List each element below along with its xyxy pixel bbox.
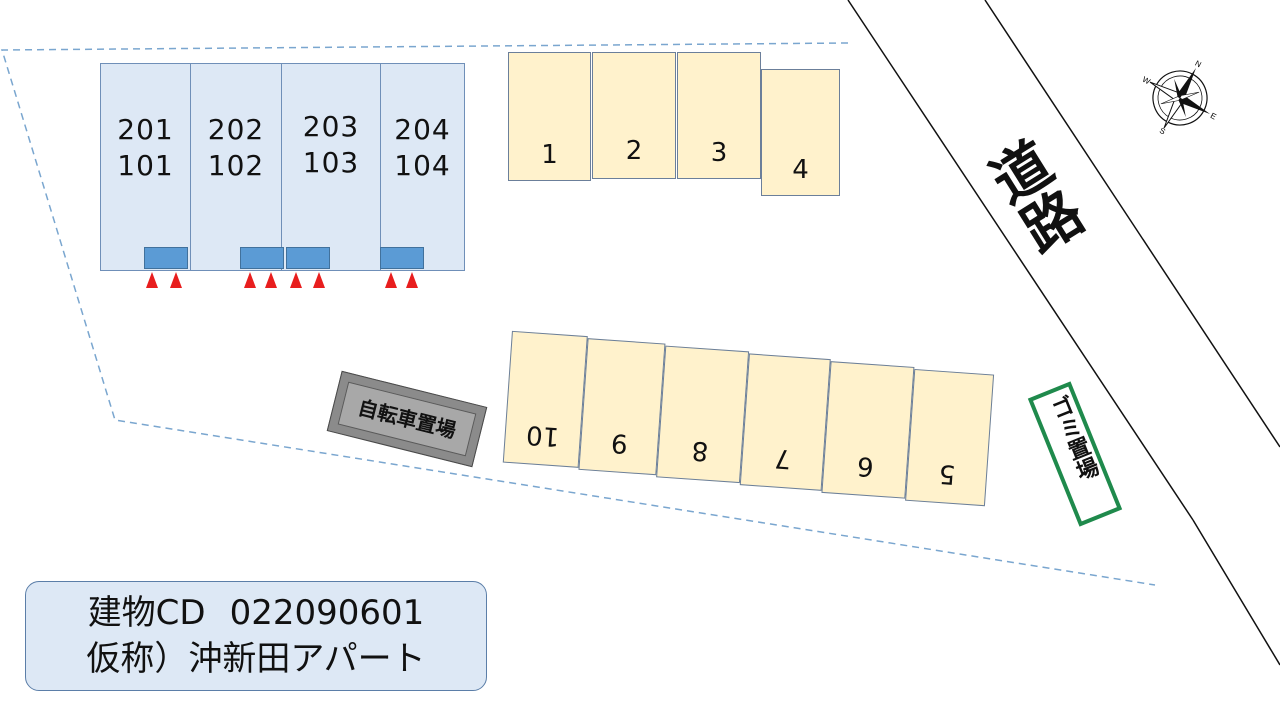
- road-edge-left: [847, 0, 1194, 521]
- compass-north: N: [1193, 59, 1203, 70]
- parking-space-4: 4: [761, 69, 840, 196]
- parking-space-number: 7: [773, 442, 793, 474]
- unit-block-4: 204 104: [380, 63, 465, 271]
- unit-lower-number: 104: [394, 149, 451, 182]
- unit-upper-number: 201: [117, 113, 174, 146]
- parking-space-7: 7: [739, 353, 831, 491]
- parking-lot-bottom: 10 9 8 7 6 5: [487, 330, 998, 544]
- unit-lower-number: 101: [117, 149, 174, 182]
- unit-lower-number: 103: [302, 146, 360, 179]
- compass-icon: N E S W: [1141, 59, 1218, 137]
- cone-icon: [406, 272, 418, 288]
- compass-west: W: [1141, 75, 1152, 87]
- parking-space-number: 9: [610, 427, 629, 459]
- building-info-box: 建物CD 022090601 仮称）沖新田アパート: [25, 581, 487, 691]
- cone-icon: [244, 272, 256, 288]
- unit-upper-number: 204: [394, 113, 451, 146]
- unit-block-1: 201 101: [100, 63, 191, 271]
- unit-upper-number: 203: [302, 110, 360, 143]
- parking-space-10: 10: [502, 330, 588, 468]
- parking-space-number: 2: [625, 136, 643, 166]
- parking-space-number: 10: [525, 419, 561, 452]
- compass-south: S: [1158, 126, 1167, 136]
- unit-lower-number: 102: [207, 149, 265, 182]
- entrance-3: [286, 247, 330, 269]
- unit-block-3: 203 103: [281, 63, 381, 271]
- parking-space-8: 8: [656, 345, 750, 484]
- entrance-1: [144, 247, 188, 269]
- building-code-row: 建物CD 022090601: [26, 590, 486, 636]
- parking-space-number: 6: [856, 450, 875, 482]
- parking-space-9: 9: [578, 338, 666, 476]
- building-name: 仮称）沖新田アパート: [86, 639, 426, 679]
- cone-icon: [290, 272, 302, 288]
- unit-upper-number: 202: [207, 113, 265, 146]
- cone-icon: [170, 272, 182, 288]
- parking-space-number: 4: [792, 155, 809, 185]
- parking-space-number: 3: [710, 138, 728, 168]
- building-code-label: 建物CD: [87, 593, 206, 633]
- cone-icon: [146, 272, 158, 288]
- parking-space-5: 5: [905, 368, 995, 507]
- parking-space-2: 2: [592, 52, 676, 179]
- parking-space-1: 1: [508, 52, 591, 181]
- compass-east: E: [1209, 111, 1218, 121]
- parking-space-3: 3: [677, 52, 761, 179]
- unit-block-2: 202 102: [190, 63, 282, 271]
- parking-space-number: 1: [541, 140, 558, 170]
- building-code-value: 022090601: [229, 593, 425, 633]
- cone-icon: [265, 272, 277, 288]
- cone-icon: [313, 272, 325, 288]
- parking-space-number: 5: [937, 457, 957, 490]
- entrance-2: [240, 247, 284, 269]
- road-edge-right: [984, 0, 1280, 448]
- entrance-4: [380, 247, 424, 269]
- road-edge-bottom: [1192, 519, 1280, 666]
- cone-icon: [385, 272, 397, 288]
- parking-space-number: 8: [690, 434, 710, 466]
- property-boundary: [0, 42, 1156, 586]
- parking-space-6: 6: [821, 361, 915, 499]
